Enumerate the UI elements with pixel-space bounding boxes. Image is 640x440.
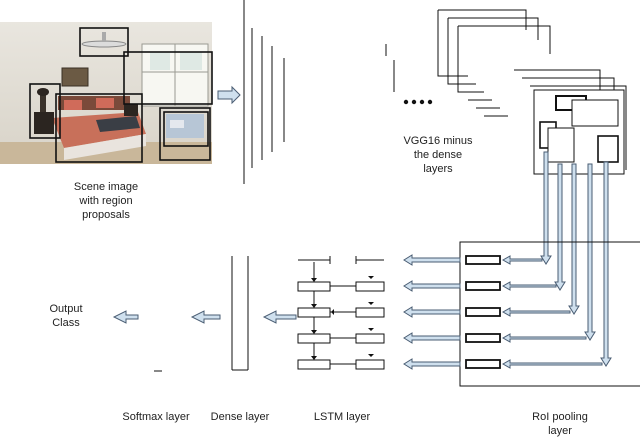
scene-caption-line1: Scene image: [73, 181, 139, 193]
dense-layer: [231, 256, 249, 371]
arrow-dense-to-softmax: [190, 310, 221, 324]
vgg16-block: [243, 0, 627, 184]
output-caption: Output Class: [34, 302, 98, 330]
arrow-scene-to-vgg: [217, 85, 241, 105]
ellipsis-dots: [403, 99, 433, 105]
arrow-softmax-to-output: [112, 310, 139, 324]
lstm-caption: LSTM layer: [313, 411, 371, 423]
roi-bin-input-arrows: [501, 255, 603, 369]
scene-caption: Scene image with region proposals: [56, 180, 156, 222]
vgg-caption-line3: layers: [423, 163, 453, 175]
arrow-lstm-to-dense: [262, 310, 297, 324]
scene-image: [0, 22, 213, 164]
dense-caption: Dense layer: [210, 411, 270, 423]
output-caption-line2: Class: [52, 317, 80, 329]
scene-caption-line3: proposals: [82, 209, 130, 221]
vgg-caption-line1: VGG16 minus: [403, 135, 473, 147]
vgg-caption-line2: the dense: [413, 149, 463, 161]
roi-caption-line2: layer: [548, 425, 572, 437]
roi-to-lstm-arrows: [403, 254, 461, 370]
vgg-caption: VGG16 minus the dense layers: [388, 134, 488, 176]
scene-caption-line2: with region: [79, 195, 133, 207]
lstm-arrowheads: [311, 276, 374, 360]
roi-caption-line1: RoI pooling: [532, 411, 588, 423]
lstm-block: [297, 256, 385, 370]
roi-down-arrows: [540, 151, 612, 367]
roi-caption: RoI pooling layer: [510, 410, 610, 438]
output-caption-line1: Output: [49, 303, 83, 315]
softmax-caption: Softmax layer: [122, 411, 190, 423]
